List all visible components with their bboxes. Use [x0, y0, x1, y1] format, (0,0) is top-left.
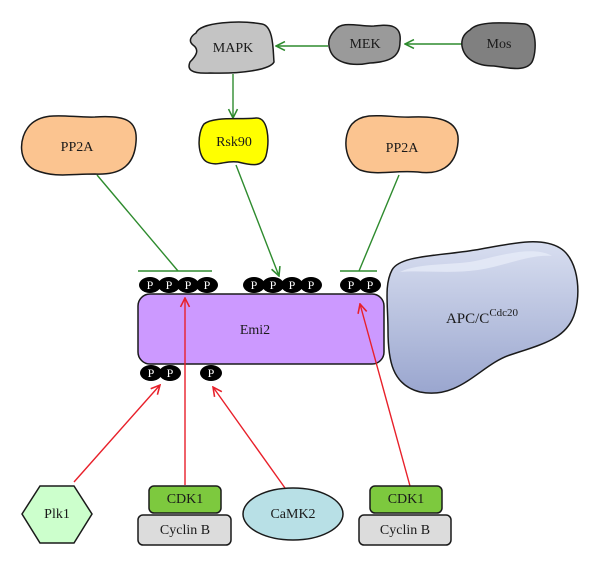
phosphate-circle: [196, 277, 218, 293]
mos-label: Mos: [487, 37, 512, 52]
mek-label: MEK: [349, 37, 380, 52]
phosphate-label: P: [251, 278, 258, 292]
mapk-shape: [188, 21, 275, 74]
apc-highlight: [400, 251, 552, 272]
node-mos[interactable]: Mos: [461, 22, 536, 70]
phosphate-label: P: [167, 366, 174, 380]
edge-cdk1-right-to-emi2: [360, 304, 411, 487]
phosphate-circle: [159, 365, 181, 381]
edge-rsk90-to-emi2: [235, 164, 279, 276]
cdk1-right-label: CDK1: [388, 492, 425, 507]
apc-superscript: Cdc20: [489, 307, 518, 319]
cyclinb-right-shape: [358, 514, 452, 546]
phosphate-circle: [177, 277, 199, 293]
node-emi2[interactable]: Emi2: [137, 293, 385, 365]
mek-shape: [328, 23, 401, 66]
camk2-shape: [242, 487, 344, 541]
pp2a-left-label: PP2A: [61, 140, 95, 155]
node-rsk90[interactable]: Rsk90: [198, 117, 269, 166]
emi2-shape: [137, 293, 385, 365]
edge-pp2a-right-inhibits: [358, 174, 400, 272]
cdk1-right-shape: [369, 485, 443, 514]
phosphate-circle: [200, 365, 222, 381]
phosphate-label: P: [204, 278, 211, 292]
node-camk2[interactable]: CaMK2: [242, 487, 344, 541]
node-pp2a-left[interactable]: PP2A: [20, 115, 137, 176]
emi2-label: Emi2: [240, 323, 270, 338]
node-cyclinb-right[interactable]: Cyclin B: [358, 514, 452, 546]
cdk1-left-label: CDK1: [167, 492, 204, 507]
apc-shape: [386, 241, 579, 394]
rsk90-label: Rsk90: [216, 135, 252, 150]
cyclinb-left-label: Cyclin B: [160, 523, 210, 538]
pp2a-right-label: PP2A: [386, 141, 420, 156]
cyclinb-right-label: Cyclin B: [380, 523, 430, 538]
phosphate-label: P: [147, 278, 154, 292]
phosphate-label: P: [289, 278, 296, 292]
phosphate-label: P: [166, 278, 173, 292]
phosphate-circle: [281, 277, 303, 293]
phosphate-circle: [262, 277, 284, 293]
edge-plk1-to-emi2: [73, 385, 160, 483]
apc-main-label: APC/C: [446, 311, 489, 327]
rsk90-shape: [198, 117, 269, 166]
phosphate-label: P: [185, 278, 192, 292]
apc-label: APC/CCdc20: [446, 307, 519, 328]
phosphate-label: P: [270, 278, 277, 292]
phosphate-label: P: [308, 278, 315, 292]
node-pp2a-right[interactable]: PP2A: [345, 114, 459, 174]
node-apc-c-cdc20[interactable]: APC/CCdc20: [386, 241, 579, 394]
phosphate-label: P: [148, 366, 155, 380]
phosphate-label: P: [367, 278, 374, 292]
phosphate-circle: [139, 277, 161, 293]
node-plk1[interactable]: Plk1: [21, 485, 93, 544]
edge-pp2a-left-inhibits: [96, 174, 179, 272]
pp2a-right-shape: [345, 114, 459, 174]
cdk1-left-shape: [148, 485, 222, 514]
pp2a-left-shape: [20, 115, 137, 176]
edge-camk2-to-emi2: [213, 387, 286, 489]
node-mek[interactable]: MEK: [328, 23, 401, 66]
plk1-shape: [21, 485, 93, 544]
phosphate-circle: [158, 277, 180, 293]
phosphate-circle: [140, 365, 162, 381]
node-cyclinb-left[interactable]: Cyclin B: [137, 514, 232, 546]
node-mapk[interactable]: MAPK: [188, 21, 275, 74]
phospho-group-bottom-right: P: [200, 365, 222, 381]
node-cdk1-right[interactable]: CDK1: [369, 485, 443, 514]
phosphate-label: P: [348, 278, 355, 292]
cyclinb-left-shape: [137, 514, 232, 546]
phosphate-circle: [243, 277, 265, 293]
mapk-label: MAPK: [213, 41, 253, 56]
phosphate-circle: [340, 277, 362, 293]
phosphate-circle: [359, 277, 381, 293]
mos-shape: [461, 22, 536, 70]
phosphate-label: P: [208, 366, 215, 380]
camk2-label: CaMK2: [270, 507, 315, 522]
node-cdk1-left[interactable]: CDK1: [148, 485, 222, 514]
phosphate-circle: [300, 277, 322, 293]
plk1-label: Plk1: [44, 507, 70, 522]
